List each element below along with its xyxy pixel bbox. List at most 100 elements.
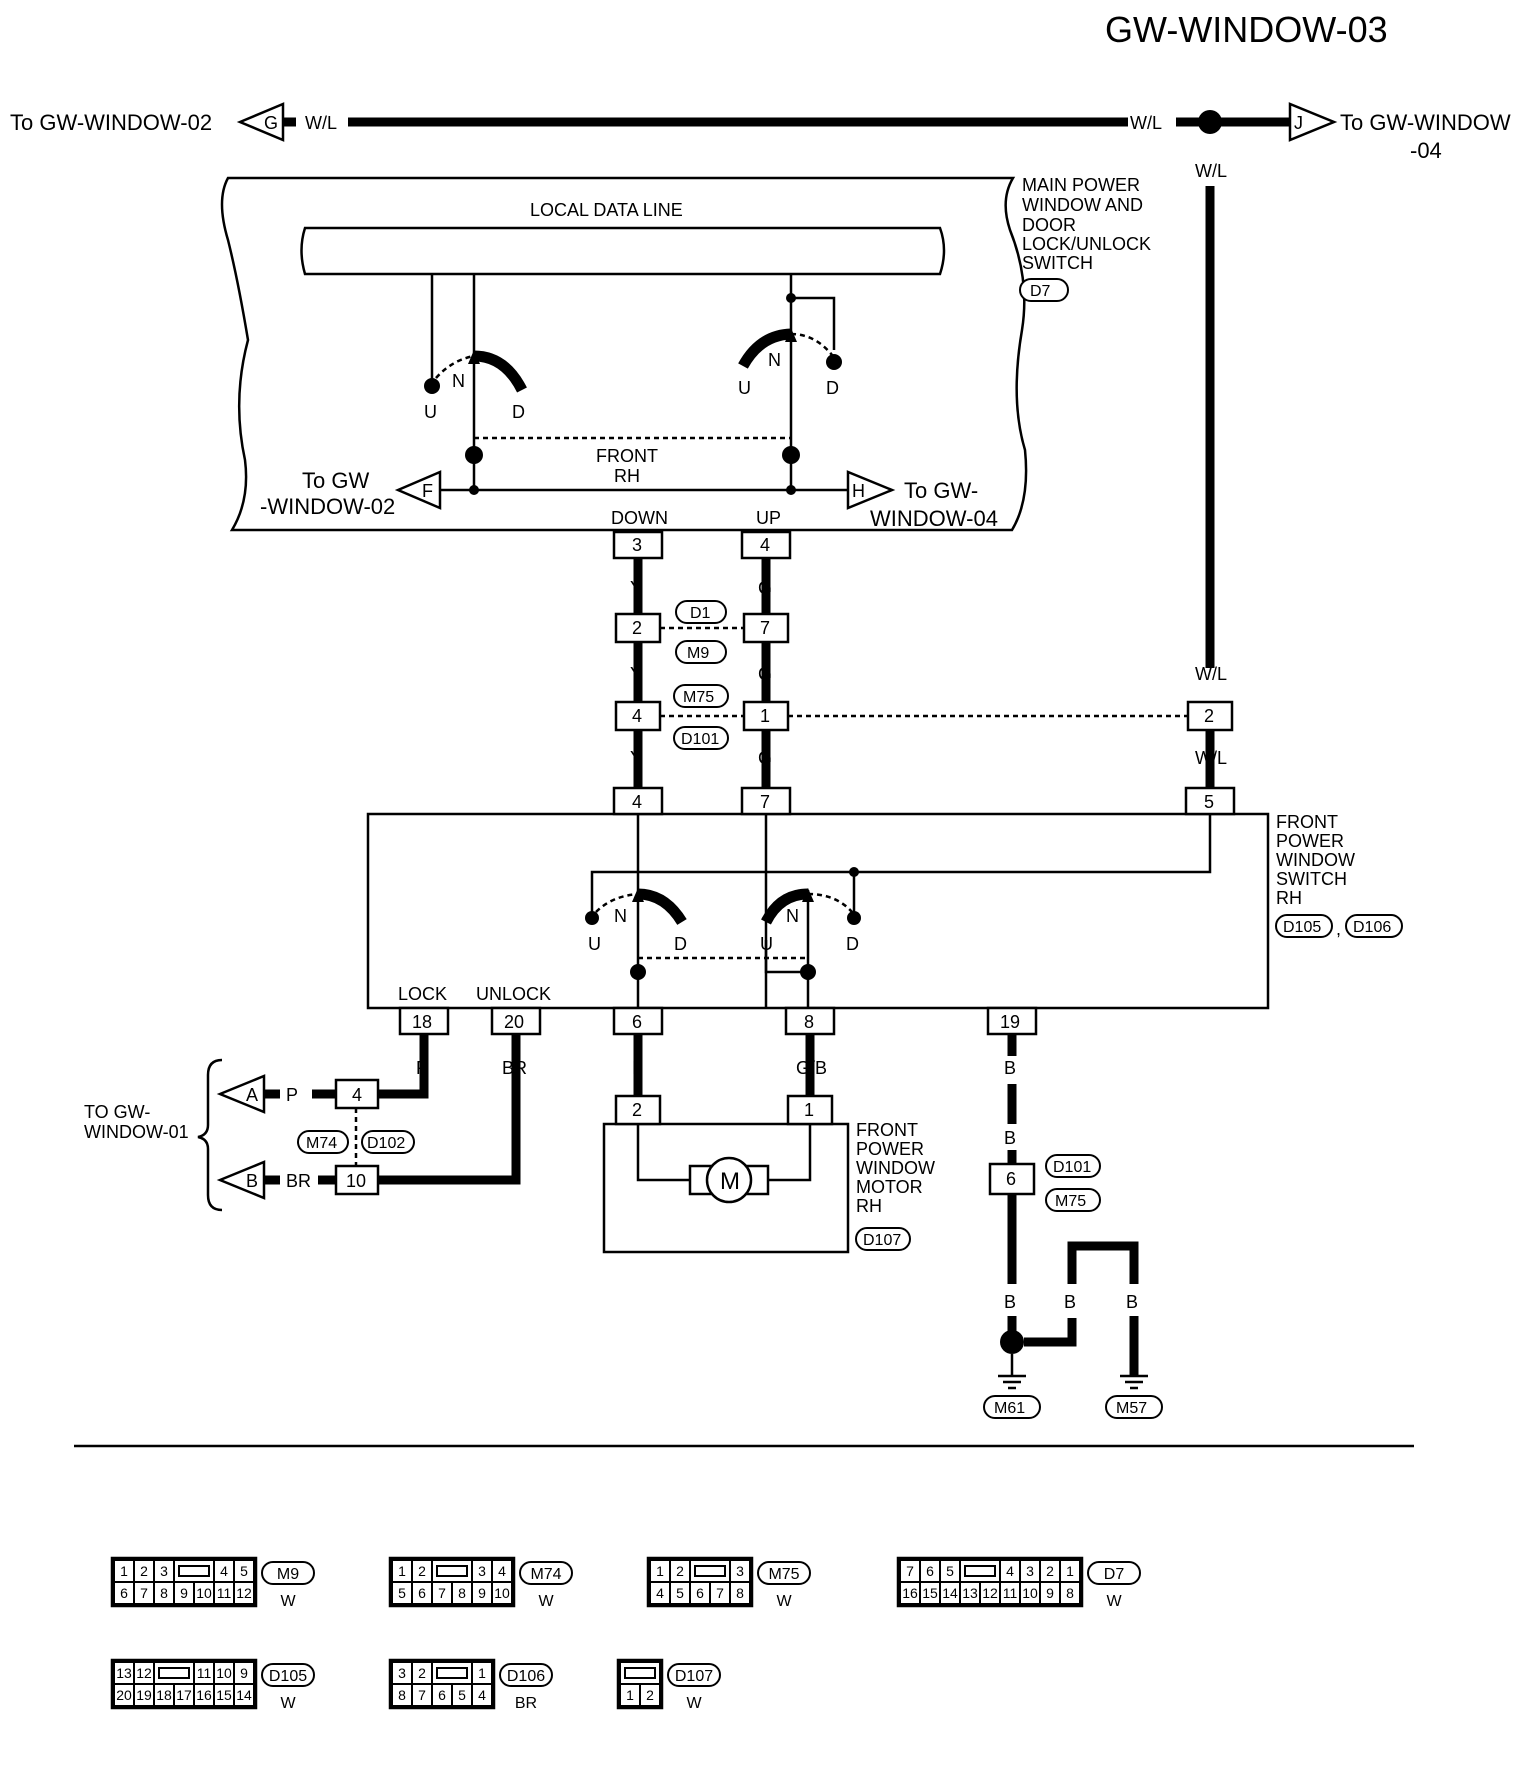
offpage-arrow-j: J bbox=[1288, 102, 1338, 142]
svg-text:3: 3 bbox=[632, 535, 642, 555]
pin-number: 1 bbox=[760, 706, 770, 726]
pin-label-lock: LOCK bbox=[398, 984, 447, 1004]
pin-number: 1 bbox=[120, 1563, 128, 1579]
pin-number: 4 bbox=[1006, 1563, 1014, 1579]
pin-number: 12 bbox=[236, 1585, 252, 1601]
pin-number: 4 bbox=[632, 706, 642, 726]
pin-number: 13 bbox=[116, 1665, 132, 1681]
wire bbox=[636, 1124, 690, 1182]
svg-text:5: 5 bbox=[1204, 792, 1214, 812]
pin-number: 5 bbox=[398, 1585, 406, 1601]
pin-number: 6 bbox=[438, 1687, 446, 1703]
pin-number: 10 bbox=[1022, 1585, 1038, 1601]
svg-text:SWITCH: SWITCH bbox=[1022, 253, 1093, 273]
pin-number: 8 bbox=[160, 1585, 168, 1601]
pin-number: 5 bbox=[946, 1563, 954, 1579]
svg-text:4: 4 bbox=[352, 1085, 362, 1105]
connector-outline bbox=[110, 1556, 258, 1608]
pin-number: 8 bbox=[736, 1585, 744, 1601]
ground-ref-m57: M57 bbox=[1105, 1395, 1163, 1419]
pin-number: 7 bbox=[140, 1585, 148, 1601]
pin-number: 15 bbox=[216, 1687, 232, 1703]
svg-text:4: 4 bbox=[632, 792, 642, 812]
switch-pivot bbox=[802, 888, 814, 902]
pin-number: 1 bbox=[398, 1563, 406, 1579]
svg-text:WINDOW: WINDOW bbox=[856, 1158, 935, 1178]
connector-cell bbox=[471, 1683, 493, 1707]
connector-id: M9 bbox=[277, 1566, 299, 1583]
offpage-arrow-f: F bbox=[394, 470, 442, 510]
pin-number: 3 bbox=[736, 1563, 744, 1579]
wire-color-g: G bbox=[758, 578, 772, 598]
switch-arm-rh-left bbox=[637, 888, 687, 926]
offpage-arrow-h: H bbox=[846, 470, 896, 510]
offpage-label-to-gw-window-02-mid-line2: -WINDOW-02 bbox=[260, 494, 395, 519]
svg-text:D107: D107 bbox=[863, 1232, 901, 1249]
svg-text:LOCK/UNLOCK: LOCK/UNLOCK bbox=[1022, 234, 1151, 254]
switch-label-u: U bbox=[424, 402, 437, 422]
pin-number: 2 bbox=[140, 1563, 148, 1579]
connector-id-pill bbox=[261, 1561, 315, 1585]
switch-label-n: N bbox=[614, 906, 627, 926]
pin-number: 8 bbox=[458, 1585, 466, 1601]
connector-color: W bbox=[776, 1593, 792, 1610]
pin-number: 5 bbox=[458, 1687, 466, 1703]
pin-label-down: DOWN bbox=[611, 508, 668, 528]
svg-text:WINDOW AND: WINDOW AND bbox=[1022, 195, 1143, 215]
switch-pivot bbox=[632, 888, 644, 902]
pin-number: 11 bbox=[197, 1665, 212, 1681]
connector-pin-ground-6: 6 bbox=[988, 1162, 1036, 1196]
pin-number: 11 bbox=[217, 1585, 232, 1601]
connector-key-slot bbox=[436, 1667, 468, 1679]
wire-color-wl: W/L bbox=[1195, 748, 1227, 768]
ground-ref-m61: M61 bbox=[983, 1395, 1041, 1419]
pin-number: 20 bbox=[116, 1687, 132, 1703]
switch-label-u: U bbox=[738, 378, 751, 398]
offpage-label-to-gw-window-04: To GW-WINDOW bbox=[1340, 110, 1511, 135]
pin-number: 3 bbox=[1026, 1563, 1034, 1579]
motor-symbol-label: M bbox=[720, 1168, 740, 1195]
pin-number: 3 bbox=[478, 1563, 486, 1579]
connector-outline bbox=[616, 1658, 664, 1710]
svg-text:19: 19 bbox=[1000, 1012, 1020, 1032]
pin-number: 5 bbox=[676, 1585, 684, 1601]
svg-text:H: H bbox=[852, 481, 865, 501]
pin-number: 6 bbox=[696, 1585, 704, 1601]
connector-pin-rh-6: 6 bbox=[612, 1006, 664, 1036]
offpage-label-to-gw-window-02-mid: To GW bbox=[302, 468, 369, 493]
pin-number: 16 bbox=[196, 1687, 212, 1703]
wire-color-b: B bbox=[1126, 1292, 1138, 1312]
connector-pin-left-4: 4 bbox=[334, 1078, 380, 1110]
wire-color-b: B bbox=[1004, 1058, 1016, 1078]
svg-text:18: 18 bbox=[412, 1012, 432, 1032]
svg-text:RH: RH bbox=[1276, 888, 1302, 908]
svg-text:FRONT: FRONT bbox=[1276, 812, 1338, 832]
pin-number: 2 bbox=[1204, 706, 1214, 726]
connector-cell bbox=[233, 1581, 255, 1605]
svg-text:DOOR: DOOR bbox=[1022, 215, 1076, 235]
connector-id-pill bbox=[667, 1663, 721, 1687]
connector-ref-d106: D106 bbox=[1345, 914, 1403, 938]
wire-color-wl-left: W/L bbox=[305, 113, 337, 133]
svg-text:4: 4 bbox=[760, 535, 770, 555]
pin-number: 6 bbox=[120, 1585, 128, 1601]
pin-number: 10 bbox=[196, 1585, 212, 1601]
svg-text:WINDOW: WINDOW bbox=[1276, 850, 1355, 870]
svg-text:F: F bbox=[422, 481, 433, 501]
separator: , bbox=[1336, 919, 1341, 939]
svg-text:D101: D101 bbox=[681, 731, 719, 748]
connector-pin-rh-7: 7 bbox=[740, 786, 792, 816]
wire-color-g: G bbox=[758, 664, 772, 684]
connector-id-pill bbox=[519, 1561, 573, 1585]
pin-number: 7 bbox=[418, 1687, 426, 1703]
connector-key-slot bbox=[158, 1667, 190, 1679]
connector-id: M74 bbox=[530, 1566, 561, 1583]
connector-pin-4 bbox=[614, 700, 662, 732]
connector-color: W bbox=[538, 1593, 554, 1610]
splice-dot bbox=[786, 485, 796, 495]
